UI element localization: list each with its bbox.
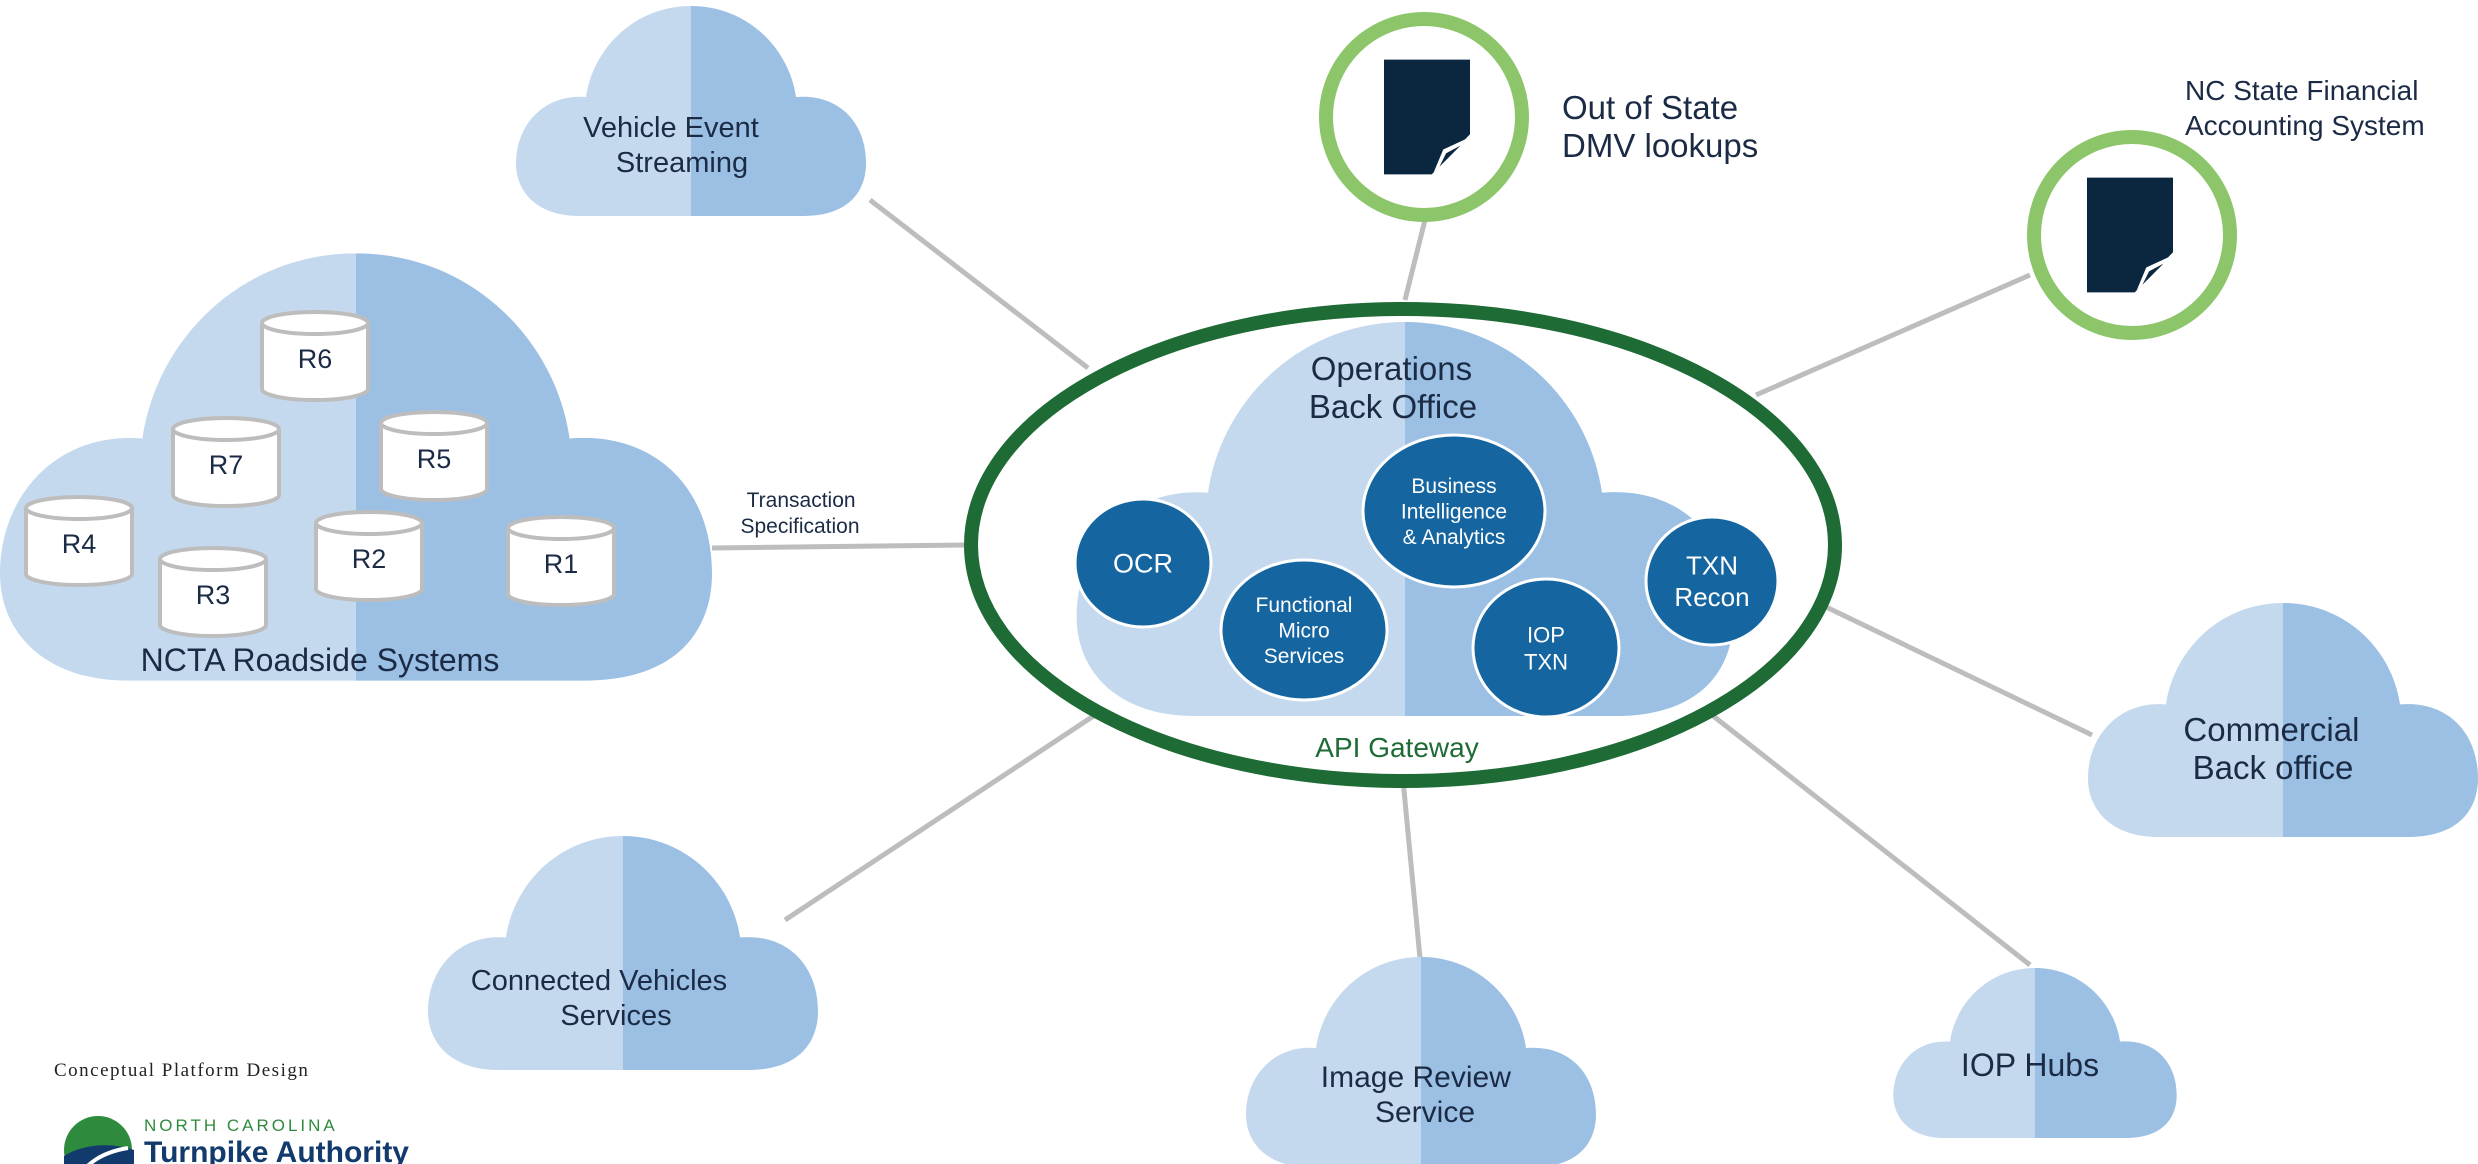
connector-dmv bbox=[1402, 219, 1428, 301]
ncta-logo: NORTH CAROLINA Turnpike Authority bbox=[62, 1108, 462, 1164]
connector-connected-vehicles bbox=[783, 712, 1097, 923]
roadside-unit-r5: R5 bbox=[379, 410, 489, 502]
connector-image-review bbox=[1400, 779, 1423, 959]
svg-text:Vehicle Event Streaming: Vehicle Event Streaming bbox=[583, 112, 767, 179]
api-gateway-label: API Gateway bbox=[1315, 732, 1478, 763]
transaction-spec-label: Transaction Specification bbox=[740, 489, 861, 538]
financial-external: NC State Financial Accounting System bbox=[2027, 75, 2426, 340]
roadside-unit-r3: R3 bbox=[158, 546, 268, 638]
roadside-unit-label: R6 bbox=[298, 344, 333, 374]
connected-vehicles-label: Connected Vehicles Services bbox=[471, 965, 735, 1032]
connector-iop-hubs bbox=[1710, 713, 2032, 967]
roadside-unit-label: R5 bbox=[417, 444, 452, 474]
roadside-unit-label: R3 bbox=[196, 580, 231, 610]
operations-title: Operations Back Office bbox=[1309, 350, 1481, 425]
roadside-unit-r7: R7 bbox=[171, 416, 281, 508]
roadside-title: NCTA Roadside Systems bbox=[141, 642, 500, 678]
logo-top-text: NORTH CAROLINA bbox=[144, 1116, 338, 1135]
roadside-unit-label: R1 bbox=[544, 549, 579, 579]
image-review-cloud: Image Review Service bbox=[1246, 957, 1596, 1164]
iop-hubs-cloud: IOP Hubs bbox=[1893, 968, 2177, 1138]
roadside-unit-r1: R1 bbox=[506, 515, 616, 607]
vehicle-event-label-2: Streaming bbox=[616, 147, 748, 179]
roadside-unit-label: R2 bbox=[352, 544, 387, 574]
financial-label: NC State Financial Accounting System bbox=[2185, 75, 2426, 141]
ocr-node: OCR bbox=[1073, 497, 1213, 629]
logo-main-text: Turnpike Authority bbox=[144, 1136, 409, 1164]
roadside-unit-r2: R2 bbox=[314, 510, 424, 602]
dmv-external: Out of State DMV lookups bbox=[1319, 12, 1758, 222]
connected-vehicles-cloud: Connected Vehicles Services bbox=[428, 836, 818, 1070]
connector-vehicle-event bbox=[868, 198, 1090, 370]
footer-title: Conceptual Platform Design bbox=[54, 1060, 310, 1081]
commercial-cloud: Commercial Back office bbox=[2088, 603, 2478, 837]
roadside-unit-label: R7 bbox=[209, 450, 244, 480]
vehicle-event-label-1: Vehicle Event bbox=[583, 112, 759, 144]
roadside-unit-label: R4 bbox=[62, 529, 97, 559]
vehicle-event-cloud: Vehicle Event Streaming bbox=[516, 6, 866, 216]
roadside-unit-r4: R4 bbox=[24, 495, 134, 587]
dmv-label: Out of State DMV lookups bbox=[1562, 89, 1758, 164]
ocr-node-label: OCR bbox=[1113, 549, 1173, 579]
iop-hubs-label: IOP Hubs bbox=[1961, 1047, 2099, 1083]
connector-roadside bbox=[711, 542, 969, 551]
connector-financial bbox=[1754, 272, 2032, 398]
connector-commercial bbox=[1820, 602, 2094, 738]
logo-mark-icon bbox=[64, 1116, 134, 1164]
commercial-label: Commercial Back office bbox=[2183, 711, 2368, 786]
roadside-unit-r6: R6 bbox=[260, 310, 370, 402]
image-review-label: Image Review Service bbox=[1321, 1061, 1519, 1129]
connectors bbox=[711, 198, 2094, 967]
